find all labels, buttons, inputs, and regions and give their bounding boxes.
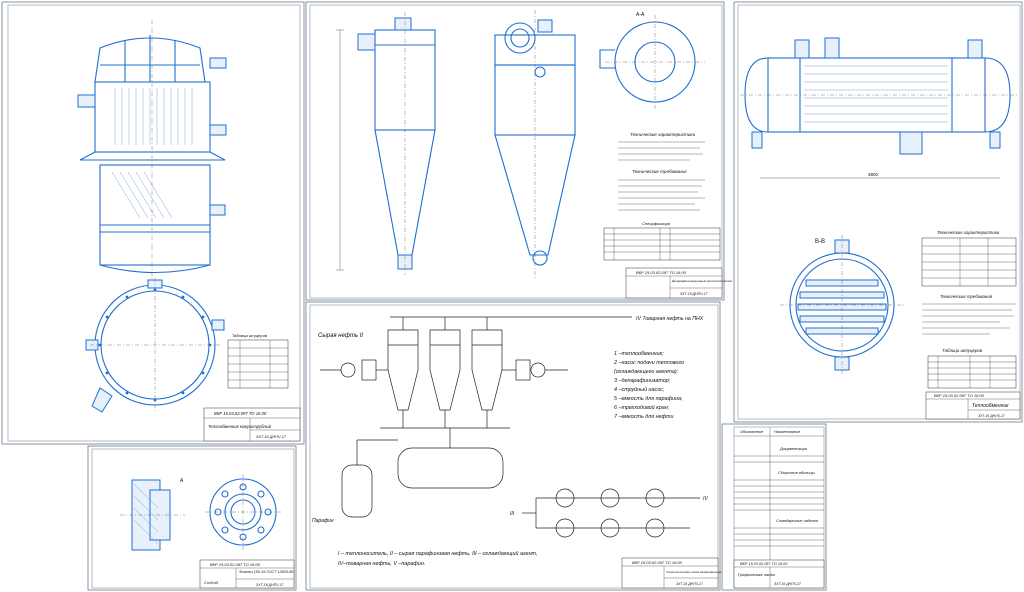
tube-bundle-lower bbox=[111, 171, 173, 219]
section-label-aa: А-А bbox=[636, 12, 645, 18]
sheet-specification: Обозначение Наименование Документация Сб… bbox=[721, 423, 827, 591]
title-block-spec: ВКР 15.03.02.097 ТО 16.00 Графическая ча… bbox=[733, 559, 825, 589]
stream-iii-label: III bbox=[510, 511, 515, 517]
total-length-dimension: 3800 bbox=[868, 172, 879, 177]
tech-title-cyclone: Технические характеристики bbox=[630, 132, 696, 137]
title-block-flange: ВКР 15.03.02.097 ТО 16.00 Фланец 150-16 … bbox=[199, 559, 294, 589]
section-label-bb: В-В bbox=[815, 239, 825, 245]
group-he2: ЗХТ-16 ДНПЧ-17 bbox=[978, 414, 1005, 418]
spec-row-3: Стандартные изделия bbox=[776, 519, 818, 523]
stamp-code-spec: ВКР 15.03.02.097 ТО 16.00 bbox=[740, 562, 788, 566]
sheet-title-flange: Фланец 150-16 ГОСТ 12820-80 bbox=[239, 570, 294, 574]
oil-tank bbox=[356, 428, 504, 489]
tech-req-title-cyclone: Технические требования bbox=[632, 169, 687, 174]
material-flange: Ст3сп5 bbox=[204, 581, 219, 585]
spec-row-1: Документация bbox=[779, 447, 807, 451]
title-block-1: ВКР 15.03.02.097 ТО 16.00 Теплообменник … bbox=[203, 407, 301, 442]
stamp-code-scheme: ВКР 15.03.02.097 ТО 16.00 bbox=[632, 560, 683, 565]
legend-line-1: 1 –теплообменник; bbox=[614, 351, 664, 357]
sheet-heat-exchanger-vertical: Таблица штуцеров ВКР 15.03.02.097 ТО 16.… bbox=[1, 1, 305, 445]
streams-line-2: IV–товарная нефть, V –парафин. bbox=[338, 561, 425, 567]
spec-row-2: Сборочные единицы bbox=[778, 471, 815, 475]
scheme-legend: 1 –теплообменник; 2 –насос подачи теплов… bbox=[613, 351, 684, 420]
stamp-code-cyclone: ВКР 15.03.02.097 ТО 16.00 bbox=[636, 270, 687, 275]
stamp-code-flange: ВКР 15.03.02.097 ТО 16.00 bbox=[210, 562, 261, 567]
legend-line-5: 4 –струйный насос; bbox=[614, 386, 665, 393]
tech-req-title-he2: Технические требования bbox=[940, 294, 993, 299]
legend-line-2: 2 –насос подачи теплового bbox=[613, 360, 684, 366]
group-1: ЗХТ-16 ДНПЧ-17 bbox=[256, 435, 287, 439]
spec-rows bbox=[734, 455, 824, 547]
stream-iv-label: IV bbox=[703, 496, 708, 502]
legend-line-7: 6 –трехходовой кран; bbox=[614, 404, 670, 411]
tech-characteristics-table: Технические характеристики bbox=[921, 230, 1017, 287]
title-block-scheme: ВКР 15.03.02.097 ТО 16.00 Технологическа… bbox=[621, 557, 737, 589]
group-spec: ЗХТ-16 ДНПЧ-17 bbox=[774, 582, 801, 586]
streams-line-1: I – теплоноситель, II – сырая парафинова… bbox=[338, 550, 537, 557]
group-flange: ЗХТ-16 ДНПЧ-17 bbox=[256, 583, 285, 587]
nozzle-table: Таблица штуцеров bbox=[227, 333, 289, 389]
legend-line-4: 3 –депарафинизатор; bbox=[614, 378, 671, 384]
sheet-title-scheme: Технологическая схема депарафинизации не… bbox=[666, 570, 737, 574]
stamp-code-1: ВКР 15.03.02.097 ТО 16.00 bbox=[214, 411, 267, 416]
title-block-he2: ВКР 15.03.02.097 ТО 16.00 Теплообменник … bbox=[925, 391, 1021, 420]
table-title-he2: Таблица штуцеров bbox=[942, 348, 983, 353]
spec-col-1: Обозначение bbox=[740, 430, 763, 434]
sheet-heat-exchanger-horizontal: 3800 В-В Технические характеристики bbox=[733, 1, 1023, 423]
nozzle-table-title: Таблица штуцеров bbox=[232, 333, 267, 338]
flange-bolt-ring bbox=[98, 288, 212, 402]
sheet-process-scheme: Сырая нефть II IV Товарная нефть на ПНХ bbox=[305, 301, 737, 591]
spec-title-cyclone: Спецификация bbox=[642, 221, 671, 226]
scheme-top-left: Сырая нефть II bbox=[318, 333, 363, 339]
sheet-title-cyclone: Депарафинизационный кристаллизатор bbox=[671, 279, 732, 283]
tech-title-he2: Технические характеристики bbox=[937, 230, 1000, 235]
scheme-top-right: IV Товарная нефть на ПНХ bbox=[636, 316, 704, 322]
sheet-title-he2: Теплообменник bbox=[972, 403, 1009, 409]
tech-req-he2: Технические требования bbox=[922, 294, 1016, 335]
sheet-title-1: Теплообменник кожухотрубный bbox=[208, 424, 272, 429]
sheet-flange: А ВКР 15.03.02.097 ТО 16.00 Фланец 150-1… bbox=[87, 445, 297, 591]
view-label-flange: А bbox=[180, 478, 184, 484]
sheet-title-spec: Графическая часть bbox=[738, 572, 775, 577]
scheme-paraffin-label: Парафин bbox=[312, 518, 334, 524]
legend-line-6: 5 –емкость для парафина; bbox=[614, 396, 683, 402]
tube-bundle-upper bbox=[114, 88, 193, 145]
legend-line-3: (охлаждающего агента); bbox=[614, 369, 679, 375]
stamp-code-he2: ВКР 15.03.02.097 ТО 16.00 bbox=[934, 393, 985, 398]
group-cyclone: ЗХТ-16 ДНПЧ-17 bbox=[680, 292, 709, 296]
title-block-cyclone: ВКР 15.03.02.097 ТО 16.00 Депарафинизаци… bbox=[625, 267, 732, 299]
nozzle-table-he2: Таблица штуцеров bbox=[927, 348, 1017, 389]
legend-line-8: 7 –емкость для нефти bbox=[614, 414, 673, 420]
spec-table-cyclone: Спецификация bbox=[603, 221, 721, 261]
cyclone-notes: Технические характеристики Технические т… bbox=[618, 132, 705, 211]
spec-col-2: Наименование bbox=[774, 430, 800, 434]
sheet-cyclone: А-А Технические характеристики Техническ… bbox=[305, 1, 732, 301]
group-scheme: ЗХТ-16 ДНПЧ-17 bbox=[676, 582, 703, 586]
tube-bundle-horizontal bbox=[804, 65, 948, 123]
pump-bank: III IV bbox=[510, 488, 708, 538]
